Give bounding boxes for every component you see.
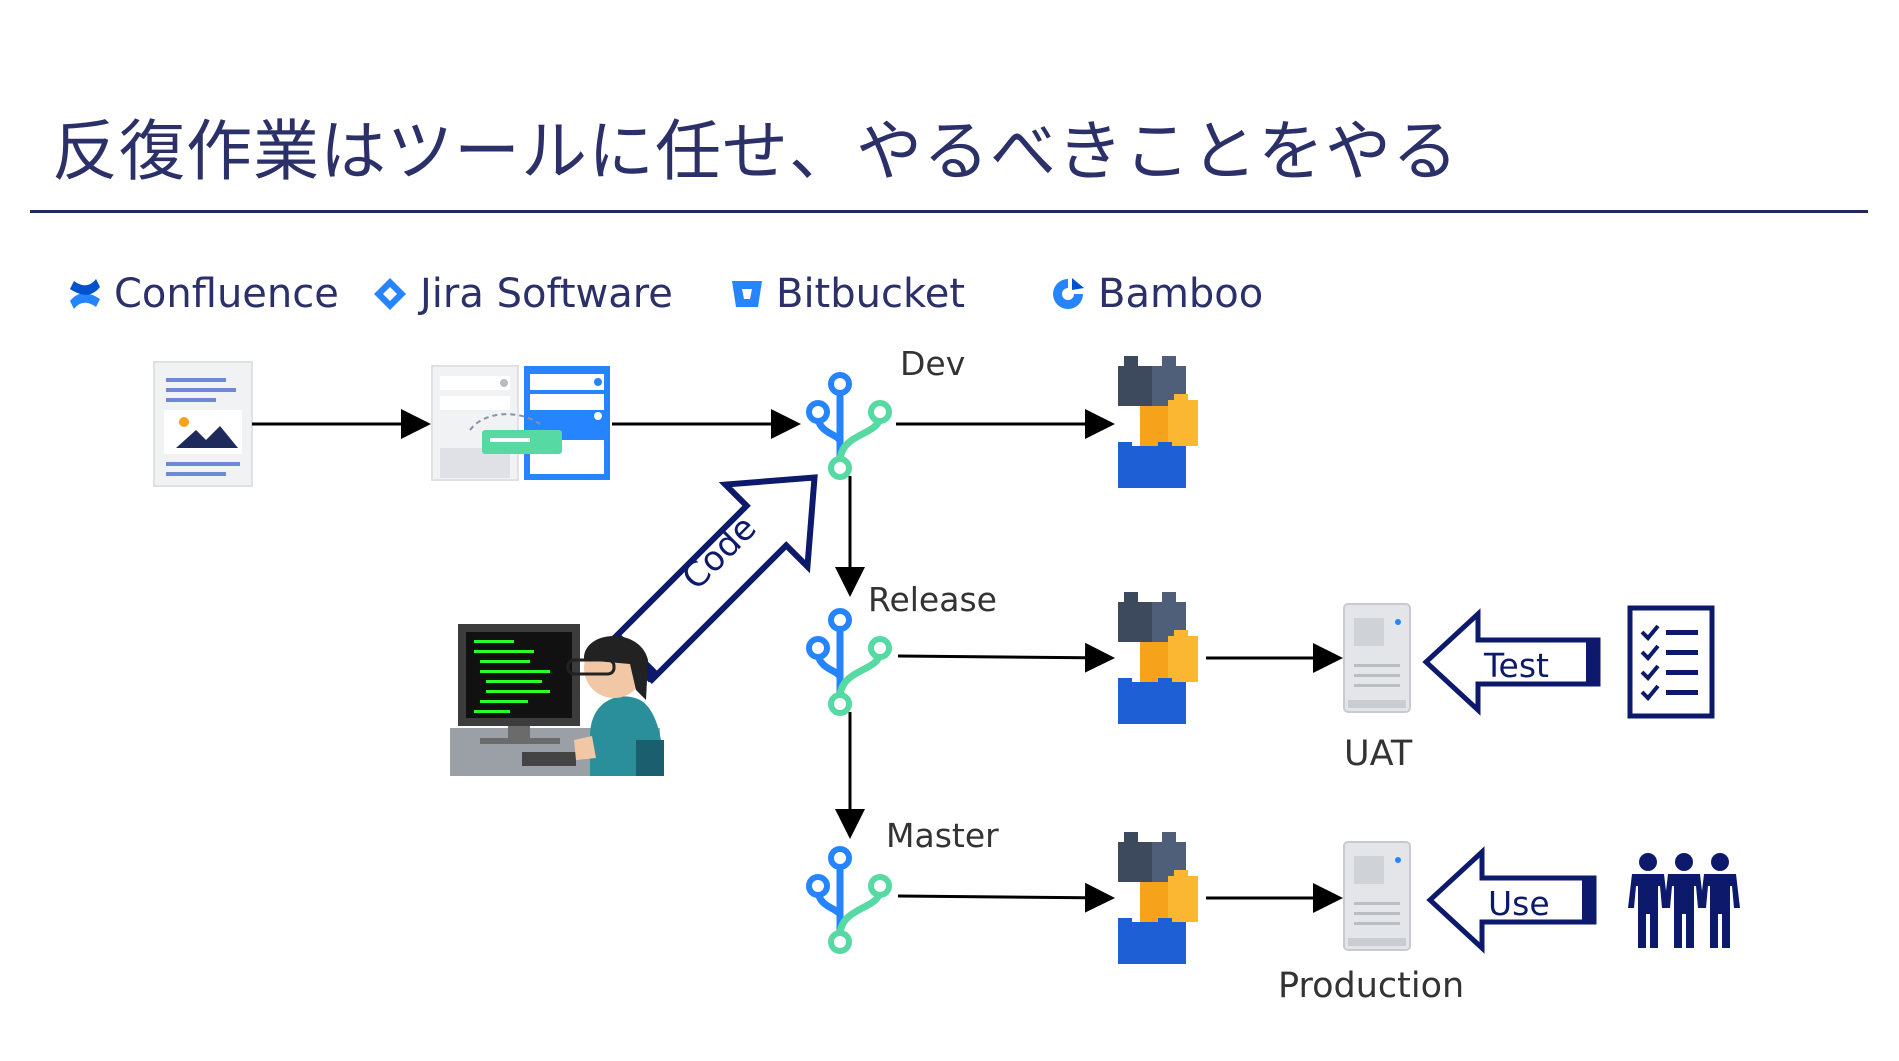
confluence-icon: [70, 279, 100, 309]
checklist-icon: [1627, 605, 1715, 719]
use-arrow-label: Use: [1488, 884, 1550, 923]
bamboo-icon: [1053, 278, 1084, 309]
uat-server-icon: [1343, 603, 1411, 713]
users-group-icon: [1628, 853, 1740, 948]
jira-icon: [374, 278, 406, 310]
branch-release-label: Release: [868, 580, 997, 619]
branch-master-label: Master: [886, 816, 999, 855]
developer-illustration: [450, 624, 664, 776]
brand-bitbucket-label: Bitbucket: [776, 271, 966, 317]
branch-release-icon: [809, 611, 889, 713]
arrow-release-to-build: [897, 642, 1115, 673]
page-title: 反復作業はツールに任せ、やるべきことをやる: [52, 113, 1459, 190]
brand-jira-label: Jira Software: [420, 271, 673, 317]
test-arrow-label: Test: [1484, 646, 1549, 685]
branch-dev-label: Dev: [900, 344, 966, 383]
arrow-master-to-build: [897, 882, 1115, 913]
build-blocks-release-icon: [1118, 592, 1198, 724]
brand-bitbucket: Bitbucket: [730, 266, 965, 322]
production-server-icon: [1343, 841, 1411, 951]
build-blocks-master-icon: [1118, 832, 1198, 964]
branch-master-icon: [809, 849, 889, 951]
title-divider: [30, 210, 1868, 213]
brand-jira: Jira Software: [372, 266, 673, 322]
brand-bamboo-label: Bamboo: [1098, 271, 1264, 317]
test-arrow: [1422, 608, 1601, 716]
uat-label: UAT: [1344, 734, 1413, 774]
branch-dev-icon: [809, 375, 889, 477]
jira-board-icon: [431, 365, 610, 481]
bitbucket-icon: [732, 281, 762, 307]
brand-bamboo: Bamboo: [1050, 266, 1263, 322]
production-label: Production: [1278, 966, 1465, 1006]
brand-confluence: Confluence: [68, 266, 339, 322]
use-arrow: [1426, 846, 1597, 954]
brand-confluence-label: Confluence: [114, 271, 339, 317]
document-icon: [153, 361, 253, 487]
build-blocks-dev-icon: [1118, 356, 1198, 488]
